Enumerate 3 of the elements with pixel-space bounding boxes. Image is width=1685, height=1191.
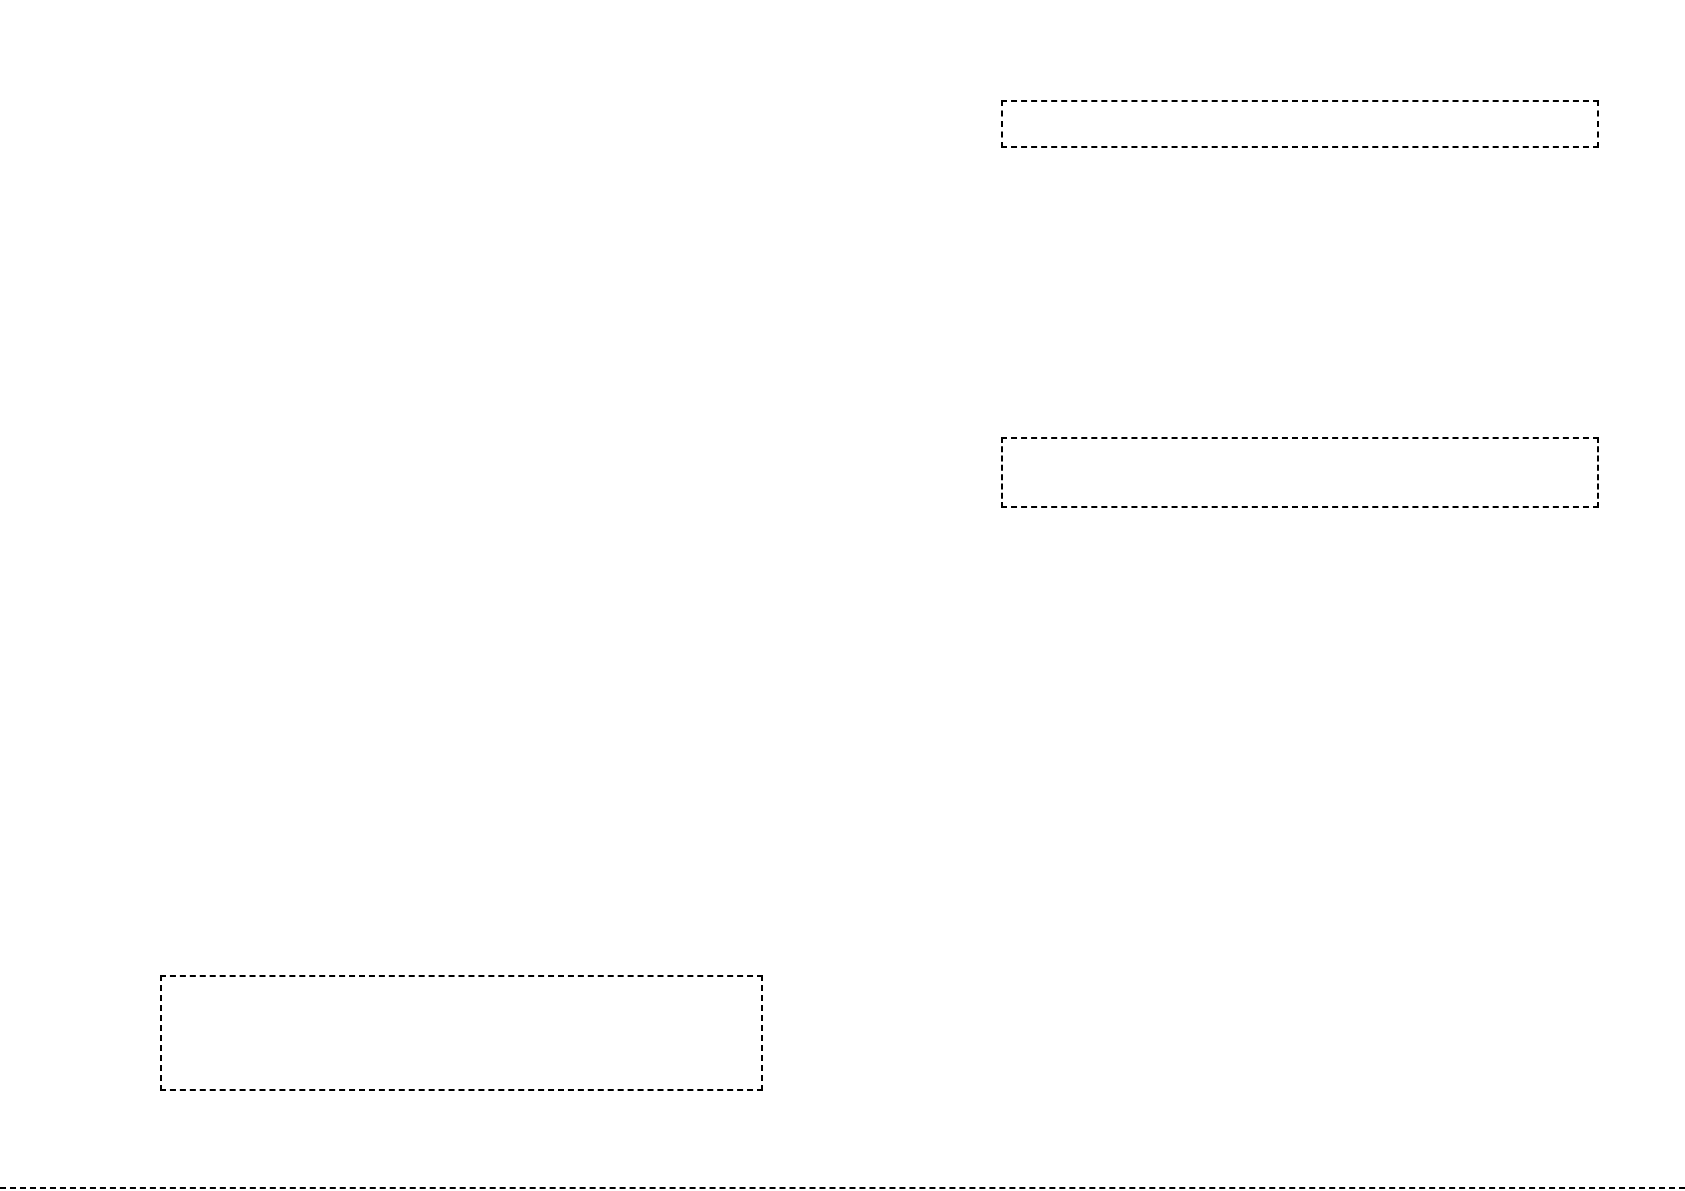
dashed-frame bbox=[1001, 100, 1599, 148]
dashed-frame bbox=[1001, 437, 1599, 508]
dashed-frame bbox=[160, 975, 763, 1091]
